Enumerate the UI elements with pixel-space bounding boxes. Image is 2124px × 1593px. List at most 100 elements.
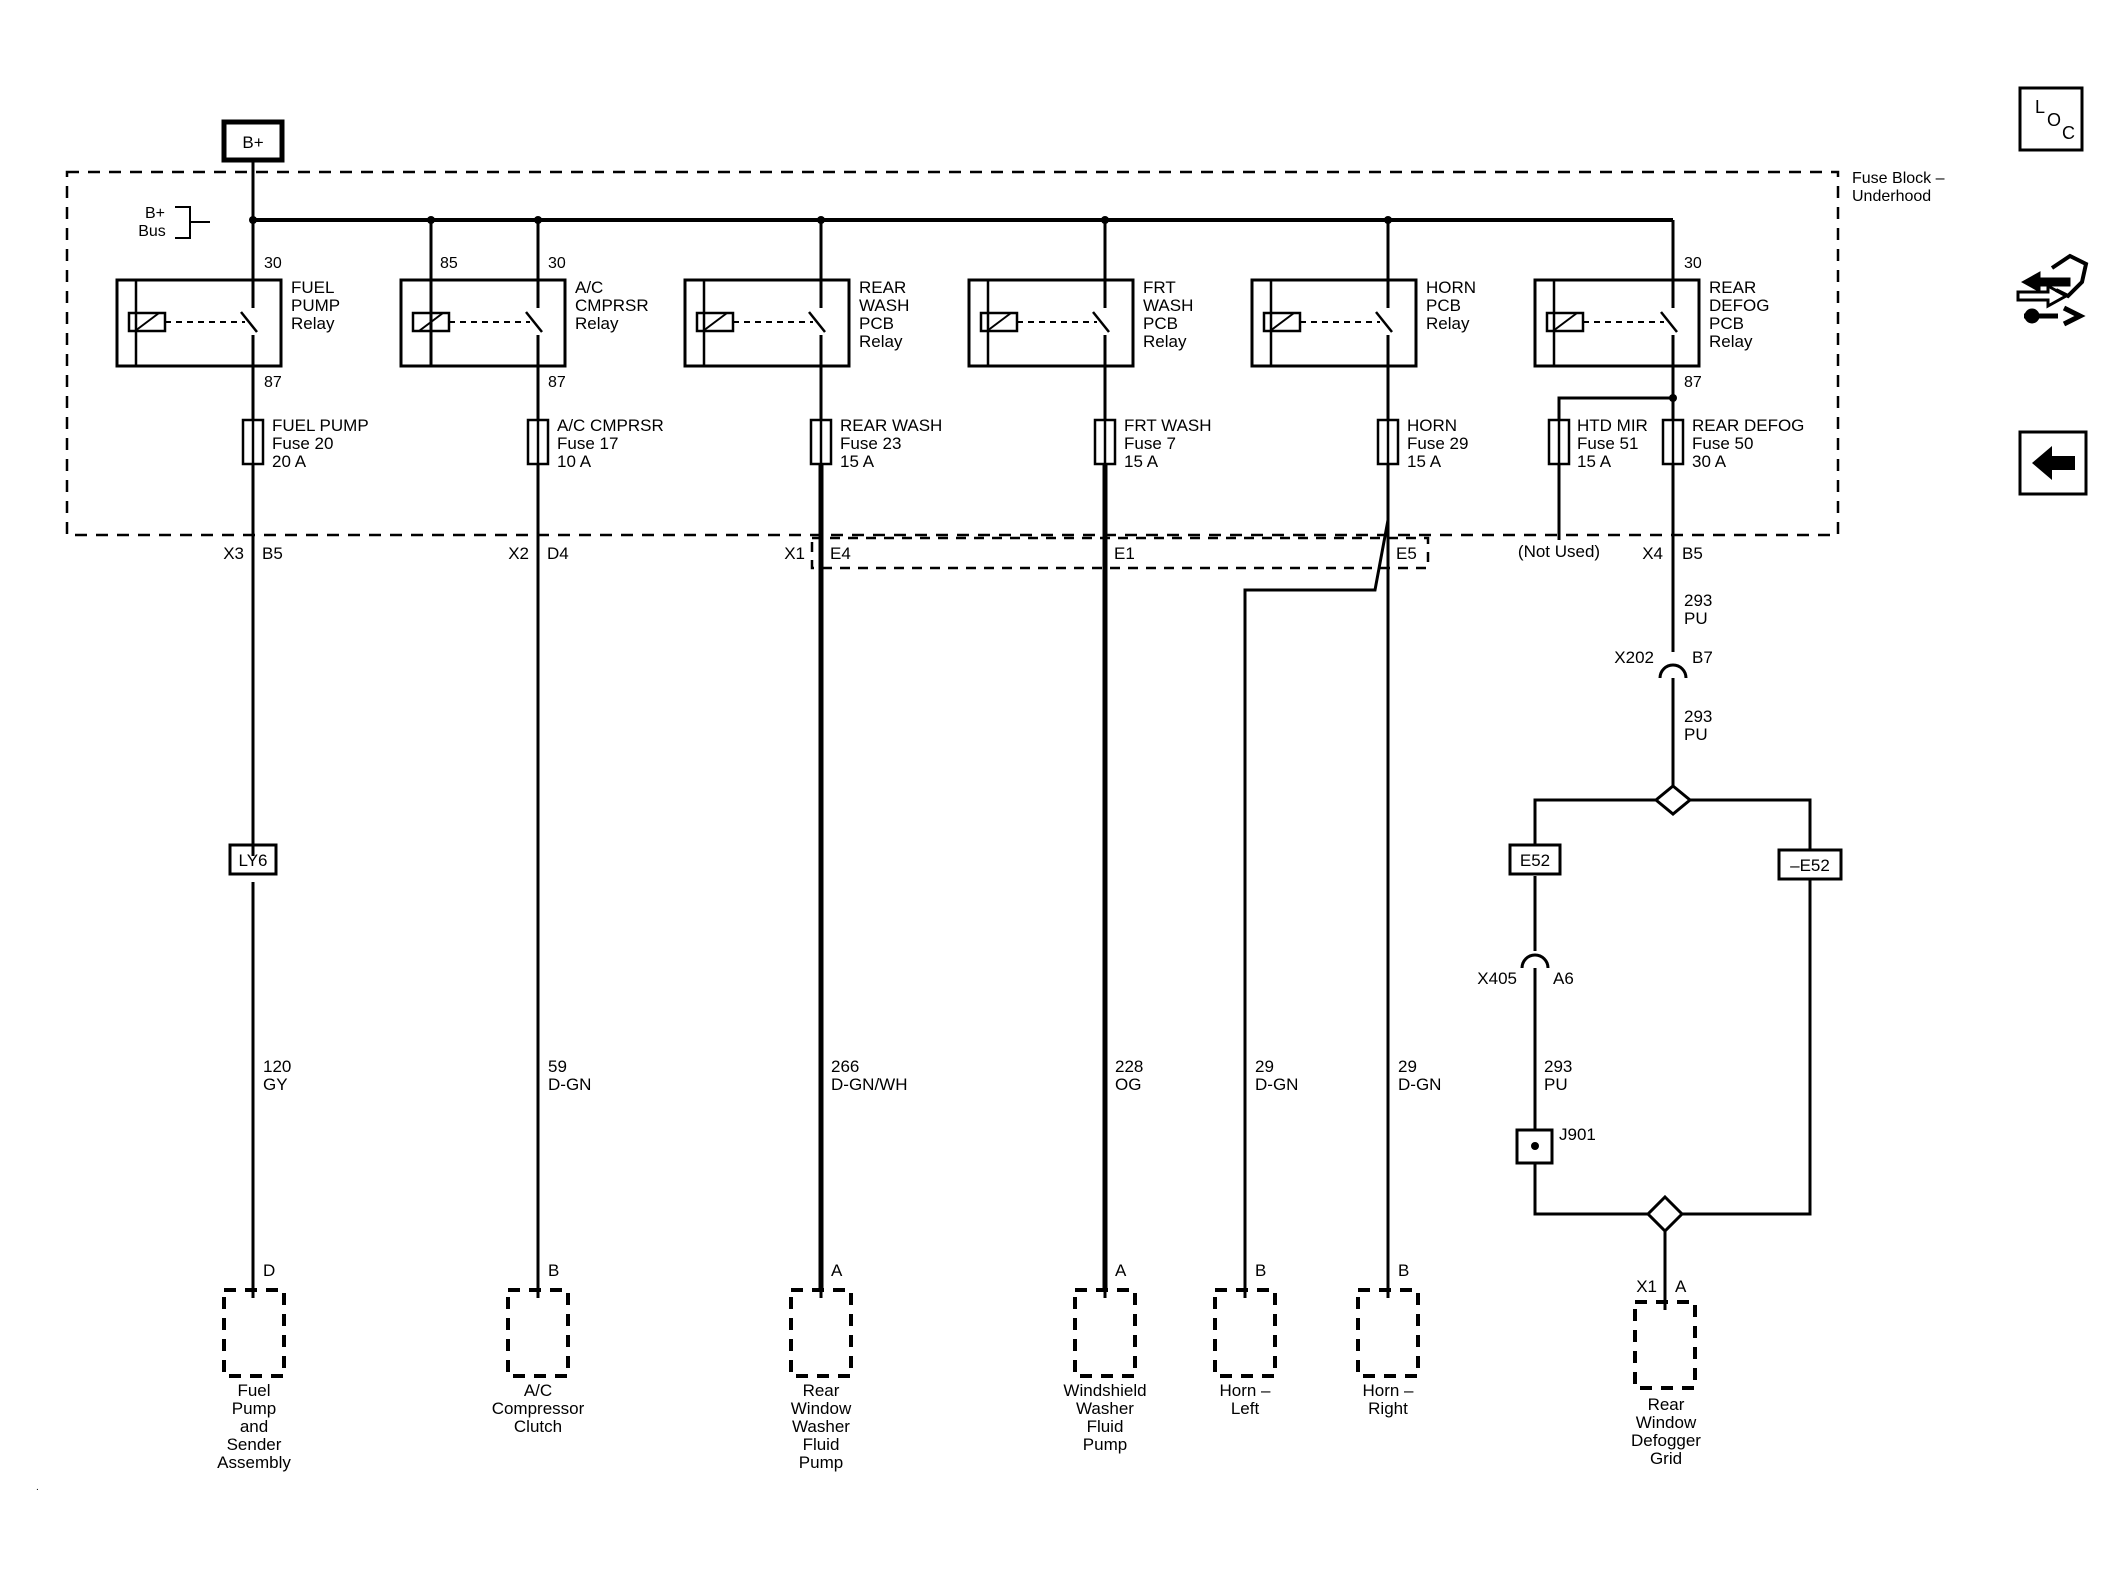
- svg-text:PU: PU: [1544, 1075, 1568, 1094]
- svg-text:HORN: HORN: [1407, 416, 1457, 435]
- fuse-block-title: Underhood: [1852, 188, 1931, 205]
- svg-text:A6: A6: [1553, 969, 1574, 988]
- svg-text:D-GN: D-GN: [548, 1075, 591, 1094]
- bplus-source-label: B+: [242, 133, 263, 152]
- svg-text:29: 29: [1255, 1057, 1274, 1076]
- back-button[interactable]: [2018, 430, 2088, 496]
- svg-text:FRT WASH: FRT WASH: [1124, 416, 1212, 435]
- component-boxes: [222, 1288, 1697, 1390]
- bus-label: Bus: [138, 223, 166, 240]
- svg-text:Defogger: Defogger: [1631, 1431, 1701, 1450]
- svg-text:X4: X4: [1642, 544, 1663, 563]
- loc-icon-letter: L: [2035, 97, 2045, 117]
- svg-text:Rear: Rear: [803, 1381, 840, 1400]
- svg-text:Grid: Grid: [1650, 1449, 1682, 1468]
- svg-text:WASH: WASH: [859, 296, 909, 315]
- svg-text:Relay: Relay: [1426, 314, 1470, 333]
- svg-text:Window: Window: [1636, 1413, 1697, 1432]
- svg-text:Washer: Washer: [792, 1417, 850, 1436]
- svg-text:OG: OG: [1115, 1075, 1141, 1094]
- loc-icon-letter: O: [2047, 110, 2061, 130]
- svg-text:PCB: PCB: [859, 314, 894, 333]
- svg-text:PU: PU: [1684, 609, 1708, 628]
- svg-text:15 A: 15 A: [840, 452, 875, 471]
- svg-text:Right: Right: [1368, 1399, 1408, 1418]
- svg-text:E1: E1: [1114, 544, 1135, 563]
- bus-label: B+: [145, 205, 165, 222]
- fuse-block-outline: [65, 170, 1840, 537]
- component-horn-right: Horn –Right: [1362, 1381, 1414, 1418]
- component-pin-labels: D B A A B B: [263, 1261, 1409, 1280]
- svg-text:D: D: [263, 1261, 275, 1280]
- svg-text:CMPRSR: CMPRSR: [575, 296, 649, 315]
- svg-text:293: 293: [1544, 1057, 1572, 1076]
- location-button[interactable]: L O C: [2018, 86, 2084, 152]
- svg-text:PCB: PCB: [1143, 314, 1178, 333]
- option-ly6-box: [228, 843, 278, 876]
- svg-text:Fuse 51: Fuse 51: [1577, 434, 1638, 453]
- svg-text:228: 228: [1115, 1057, 1143, 1076]
- svg-text:X1: X1: [784, 544, 805, 563]
- relay-pin-label: 30: [264, 255, 282, 272]
- svg-text:29: 29: [1398, 1057, 1417, 1076]
- svg-text:FUEL: FUEL: [291, 278, 334, 297]
- svg-text:Windshield: Windshield: [1063, 1381, 1146, 1400]
- relay-pin-label: 87: [1684, 374, 1702, 391]
- svg-text:Horn –: Horn –: [1219, 1381, 1271, 1400]
- svg-text:Relay: Relay: [575, 314, 619, 333]
- svg-text:Fuse 17: Fuse 17: [557, 434, 618, 453]
- svg-text:X202: X202: [1614, 648, 1654, 667]
- fuse-block-title: Fuse Block –: [1852, 170, 1945, 187]
- svg-text:WASH: WASH: [1143, 296, 1193, 315]
- connector-x1-group: [810, 536, 1430, 570]
- svg-text:Horn –: Horn –: [1362, 1381, 1414, 1400]
- relay-horn: [1250, 220, 1418, 368]
- svg-text:15 A: 15 A: [1407, 452, 1442, 471]
- service-info-button[interactable]: [2012, 253, 2094, 336]
- relay-frt-wash: [967, 220, 1135, 368]
- option-not-e52-label: –E52: [1790, 856, 1830, 875]
- svg-text:B7: B7: [1692, 648, 1713, 667]
- option-e52-box: [1508, 843, 1562, 876]
- svg-text:B: B: [1255, 1261, 1266, 1280]
- option-e52-label: E52: [1520, 851, 1550, 870]
- relay-fuel-pump: [115, 220, 283, 368]
- svg-text:FUEL PUMP: FUEL PUMP: [272, 416, 369, 435]
- svg-text:30 A: 30 A: [1692, 452, 1727, 471]
- svg-text:PCB: PCB: [1709, 314, 1744, 333]
- svg-text:Clutch: Clutch: [514, 1417, 562, 1436]
- arrow-left-icon: [2032, 446, 2075, 480]
- connector-labels: X3 B5 X2 D4 X1 E4 E1 E5 (Not Used) X4 B5: [223, 542, 1703, 563]
- svg-text:A/C: A/C: [575, 278, 603, 297]
- svg-text:X405: X405: [1477, 969, 1517, 988]
- svg-text:A/C CMPRSR: A/C CMPRSR: [557, 416, 664, 435]
- svg-text:Sender: Sender: [227, 1435, 282, 1454]
- arrows-wrench-icon: [2016, 253, 2089, 327]
- svg-text:Fuse 20: Fuse 20: [272, 434, 333, 453]
- svg-text:D-GN: D-GN: [1255, 1075, 1298, 1094]
- svg-text:REAR: REAR: [1709, 278, 1756, 297]
- svg-text:X2: X2: [508, 544, 529, 563]
- loc-icon-letter: C: [2062, 123, 2075, 143]
- svg-text:Window: Window: [791, 1399, 852, 1418]
- svg-text:Fluid: Fluid: [803, 1435, 840, 1454]
- svg-text:X1: X1: [1636, 1277, 1657, 1296]
- corner-mark: .: [36, 1482, 39, 1493]
- relay-pin-label: 87: [548, 374, 566, 391]
- svg-text:E4: E4: [830, 544, 851, 563]
- component-horn-left: Horn –Left: [1219, 1381, 1271, 1418]
- svg-text:Relay: Relay: [1143, 332, 1187, 351]
